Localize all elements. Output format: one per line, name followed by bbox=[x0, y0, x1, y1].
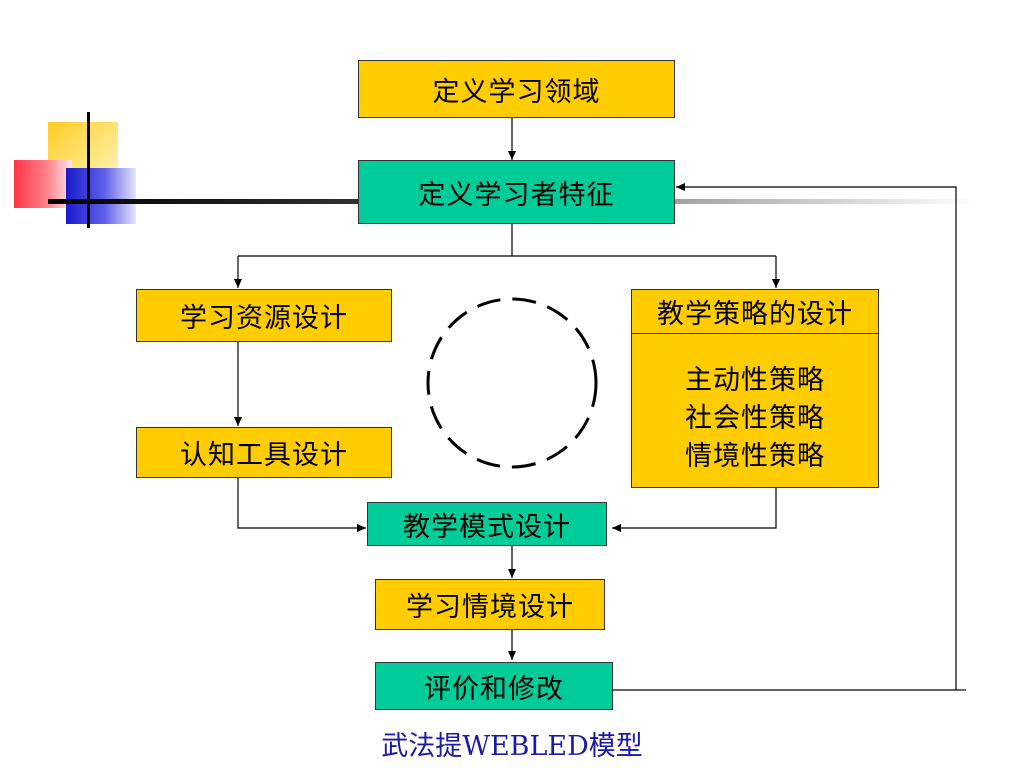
decor-blue-square bbox=[66, 168, 136, 224]
evaluate-revise-box: 评价和修改 bbox=[375, 662, 613, 710]
dashed-circle bbox=[426, 297, 598, 469]
decor-vertical-rule bbox=[87, 112, 90, 228]
define-domain-box: 定义学习领域 bbox=[358, 60, 675, 118]
define-learner-box: 定义学习者特征 bbox=[358, 160, 675, 224]
arrow-tool-to-model bbox=[237, 478, 366, 532]
strategy-design-title: 教学策略的设计 bbox=[632, 290, 878, 334]
cognitive-tool-design-box: 认知工具设计 bbox=[136, 427, 392, 478]
strategy-design-box: 教学策略的设计 主动性策略 社会性策略 情境性策略 bbox=[631, 289, 879, 488]
strategy-list: 主动性策略 社会性策略 情境性策略 bbox=[632, 334, 878, 487]
strategy-item-active: 主动性策略 bbox=[685, 364, 825, 396]
resource-design-box: 学习资源设计 bbox=[136, 289, 392, 342]
learning-context-design-box: 学习情境设计 bbox=[375, 579, 605, 630]
diagram-caption: 武法提WEBLED模型 bbox=[381, 731, 643, 762]
strategy-item-situated: 情境性策略 bbox=[685, 440, 825, 472]
strategy-item-social: 社会性策略 bbox=[685, 402, 825, 434]
arrow-strategy-to-model bbox=[612, 488, 777, 532]
arrow-feedback-loop bbox=[612, 183, 957, 691]
teaching-model-design-box: 教学模式设计 bbox=[367, 502, 607, 546]
